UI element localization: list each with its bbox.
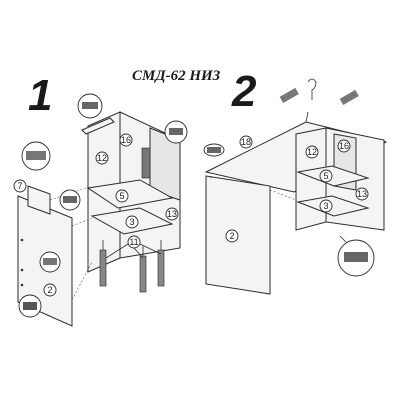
detail-bubble-top-step1 [77, 93, 103, 119]
step-number-1: 1 [28, 71, 52, 120]
callout-3-step1: 3 [125, 215, 139, 229]
hole [20, 238, 24, 242]
cam-lock-icon [207, 147, 221, 153]
screw-icon [26, 151, 46, 160]
svg-text:5: 5 [323, 171, 328, 181]
callout-5-step1: 5 [115, 189, 129, 203]
callout-11-step1: 11 [105, 235, 162, 259]
svg-text:18: 18 [241, 137, 251, 147]
step-number-2: 2 [231, 67, 257, 116]
panel-7-step1 [27, 185, 51, 215]
screw-top-step2 [279, 87, 299, 103]
assembly-guides-step2 [205, 175, 297, 201]
screw-top-right-step2 [339, 89, 359, 105]
svg-text:12: 12 [307, 147, 317, 157]
callout-2-step1: 2 [43, 283, 57, 297]
callout-12-step1: 12 [95, 151, 109, 165]
callout-18-step2: 18 [239, 135, 253, 149]
svg-text:11: 11 [129, 237, 138, 247]
detail-bubble-screw16-step1 [141, 147, 151, 179]
detail-bubble-mid-step1 [59, 189, 81, 211]
diagram-title: СМД-62 НИЗ [132, 68, 221, 84]
leg-icon [344, 252, 368, 262]
screw-icon [339, 89, 359, 105]
screw-icon [279, 87, 299, 103]
svg-text:16: 16 [339, 141, 349, 151]
top-strip-step1 [81, 117, 115, 135]
hook-icon [307, 78, 317, 100]
leg-icon [139, 255, 147, 293]
screw-icon [43, 258, 57, 265]
cam-lock-icon [82, 102, 98, 109]
leg-icon [157, 249, 165, 287]
cam-lock-icon [169, 128, 183, 135]
callout-2-step2: 2 [225, 229, 239, 243]
detail-bubble-left-step1 [21, 141, 51, 171]
assembly-guides-step1 [49, 187, 93, 301]
legs-step1 [99, 240, 165, 293]
svg-text:3: 3 [129, 217, 134, 227]
svg-text:2: 2 [47, 285, 52, 295]
step2-assembly: 18 16 12 5 13 3 2 [203, 78, 388, 295]
detail-bubble-bottom-step2 [337, 235, 375, 277]
cam-lock-icon [63, 196, 77, 203]
svg-text:7: 7 [17, 181, 22, 191]
detail-bubble-panel-step1 [39, 251, 61, 273]
leg-guides [102, 240, 162, 256]
callout-3-step2: 3 [319, 199, 333, 213]
svg-text:2: 2 [229, 231, 234, 241]
hole [20, 268, 24, 272]
callout-16-step2: 16 [337, 139, 351, 153]
svg-text:5: 5 [119, 191, 124, 201]
step1-assembly: 16 12 7 5 13 3 11 2 [13, 93, 188, 327]
callout-13-step1: 13 [165, 207, 179, 221]
hole [20, 283, 24, 287]
svg-text:16: 16 [121, 135, 131, 145]
svg-text:12: 12 [97, 153, 107, 163]
detail-bubble-right-step1 [164, 120, 188, 144]
leg-icon [99, 249, 107, 287]
detail-bubble-bottom-step1 [18, 294, 42, 318]
screw-icon [141, 147, 151, 179]
cam-lock-icon [23, 302, 37, 310]
callout-16-step1: 16 [119, 133, 133, 147]
shelf-5-step1 [86, 179, 174, 209]
bottom-3-step2 [296, 195, 370, 217]
detail-bubble-left-step2 [203, 143, 225, 157]
svg-text:3: 3 [323, 201, 328, 211]
callout-5-step2: 5 [319, 169, 333, 183]
callout-7-step1: 7 [13, 179, 27, 193]
callout-13-step2: 13 [355, 187, 369, 201]
callout-12-step2: 12 [305, 145, 319, 159]
svg-text:13: 13 [167, 209, 177, 219]
shelf-5-step2 [296, 165, 370, 187]
svg-text:13: 13 [357, 189, 367, 199]
